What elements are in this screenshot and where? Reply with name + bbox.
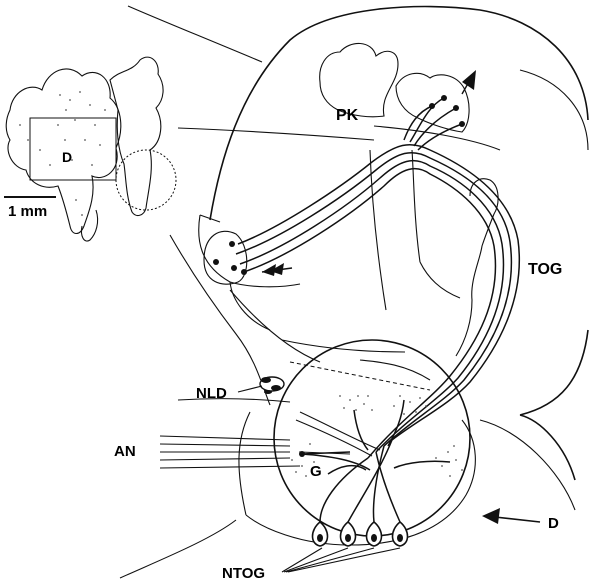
ntog-leaders [282, 548, 400, 572]
brain-inset: D 1 mm [4, 57, 176, 241]
d-arrow: D [482, 508, 559, 532]
tog-fiber-tract: TOG [236, 98, 562, 458]
label-pk: PK [336, 107, 359, 124]
brain-outline [120, 6, 588, 578]
label-g: G [310, 463, 322, 480]
label-d: D [548, 515, 559, 532]
label-ntog: NTOG [222, 565, 265, 582]
nld-cluster: NLD [196, 377, 284, 402]
scale-label: 1 mm [8, 203, 47, 220]
brain-label-d: D [62, 149, 72, 165]
pk-arrowhead [462, 70, 476, 90]
double-arrowhead [262, 263, 292, 276]
label-tog: TOG [528, 261, 562, 278]
label-nld: NLD [196, 385, 227, 402]
label-an: AN [114, 443, 136, 460]
ganglion: G [160, 340, 470, 546]
left-terminals [213, 241, 247, 275]
pk-structure: PK [320, 43, 469, 132]
